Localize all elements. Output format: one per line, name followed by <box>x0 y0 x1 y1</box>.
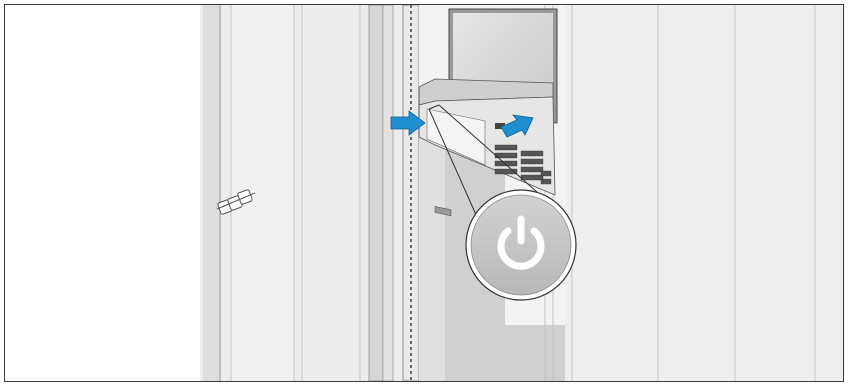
arrow-icon <box>500 114 534 138</box>
power-icon <box>497 215 545 270</box>
rack-left-post <box>368 5 420 381</box>
arrow-icon <box>390 110 426 136</box>
power-button-callout <box>465 189 577 301</box>
rack-illustration <box>200 5 843 381</box>
cable-tie-icon <box>216 189 256 215</box>
illustration-frame <box>4 4 844 382</box>
